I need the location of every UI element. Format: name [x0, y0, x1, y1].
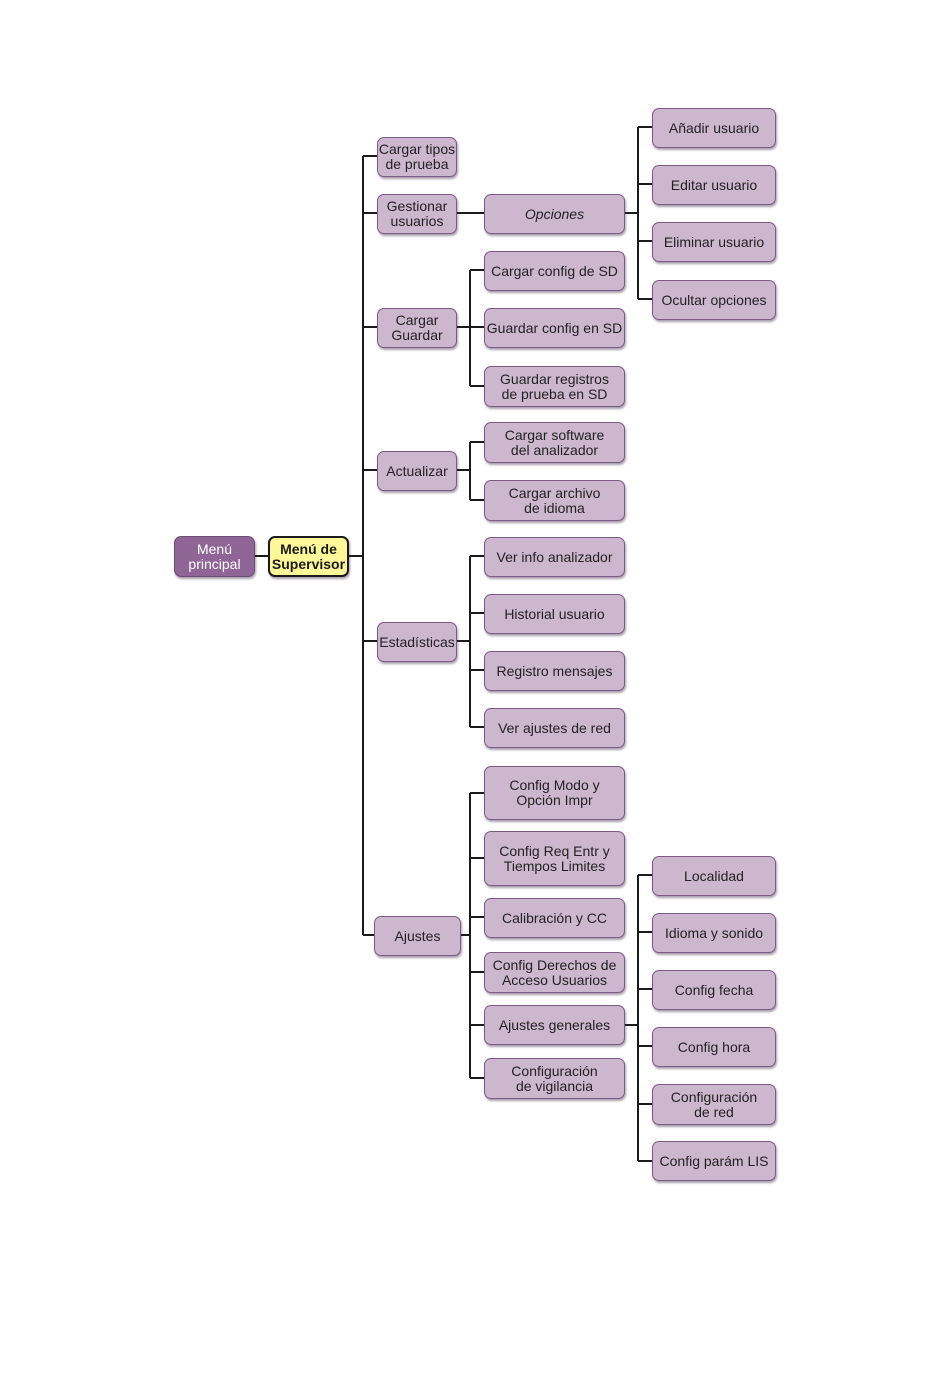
actualizar-node[interactable]: Actualizar: [377, 451, 457, 491]
gestionar-usuarios-node[interactable]: Gestionar usuarios: [377, 194, 457, 234]
idioma-sonido-node[interactable]: Idioma y sonido: [652, 913, 776, 953]
ocultar-opciones-node[interactable]: Ocultar opciones: [652, 280, 776, 320]
cargar-guardar-node[interactable]: Cargar Guardar: [377, 308, 457, 348]
config-fecha-node[interactable]: Config fecha: [652, 970, 776, 1010]
ajustes-generales-node[interactable]: Ajustes generales: [484, 1005, 625, 1045]
eliminar-usuario-node[interactable]: Eliminar usuario: [652, 222, 776, 262]
cargar-software-node[interactable]: Cargar software del analizador: [484, 422, 625, 463]
config-req-entr-node[interactable]: Config Req Entr y Tiempos Limites: [484, 831, 625, 886]
ajustes-node[interactable]: Ajustes: [374, 916, 461, 956]
configuracion-vigilancia-node[interactable]: Configuración de vigilancia: [484, 1058, 625, 1099]
guardar-registros-sd-node[interactable]: Guardar registros de prueba en SD: [484, 366, 625, 407]
guardar-config-sd-node[interactable]: Guardar config en SD: [484, 308, 625, 348]
localidad-node[interactable]: Localidad: [652, 856, 776, 896]
config-hora-node[interactable]: Config hora: [652, 1027, 776, 1067]
anadir-usuario-node[interactable]: Añadir usuario: [652, 108, 776, 148]
menu-principal-node[interactable]: Menú principal: [174, 536, 255, 577]
config-derechos-acceso-node[interactable]: Config Derechos de Acceso Usuarios: [484, 952, 625, 993]
ver-ajustes-red-node[interactable]: Ver ajustes de red: [484, 708, 625, 748]
opciones-node[interactable]: Opciones: [484, 194, 625, 234]
cargar-archivo-idioma-node[interactable]: Cargar archivo de idioma: [484, 480, 625, 521]
cargar-config-sd-node[interactable]: Cargar config de SD: [484, 251, 625, 291]
config-modo-opcion-node[interactable]: Config Modo y Opción Impr: [484, 766, 625, 820]
ver-info-analizador-node[interactable]: Ver info analizador: [484, 537, 625, 577]
configuracion-red-node[interactable]: Configuración de red: [652, 1084, 776, 1125]
config-param-lis-node[interactable]: Config parám LIS: [652, 1141, 776, 1181]
calibracion-cc-node[interactable]: Calibración y CC: [484, 898, 625, 938]
menu-supervisor-node[interactable]: Menú de Supervisor: [268, 536, 349, 577]
cargar-tipos-prueba-node[interactable]: Cargar tipos de prueba: [377, 137, 457, 177]
registro-mensajes-node[interactable]: Registro mensajes: [484, 651, 625, 691]
estadisticas-node[interactable]: Estadísticas: [377, 622, 457, 662]
historial-usuario-node[interactable]: Historial usuario: [484, 594, 625, 634]
editar-usuario-node[interactable]: Editar usuario: [652, 165, 776, 205]
